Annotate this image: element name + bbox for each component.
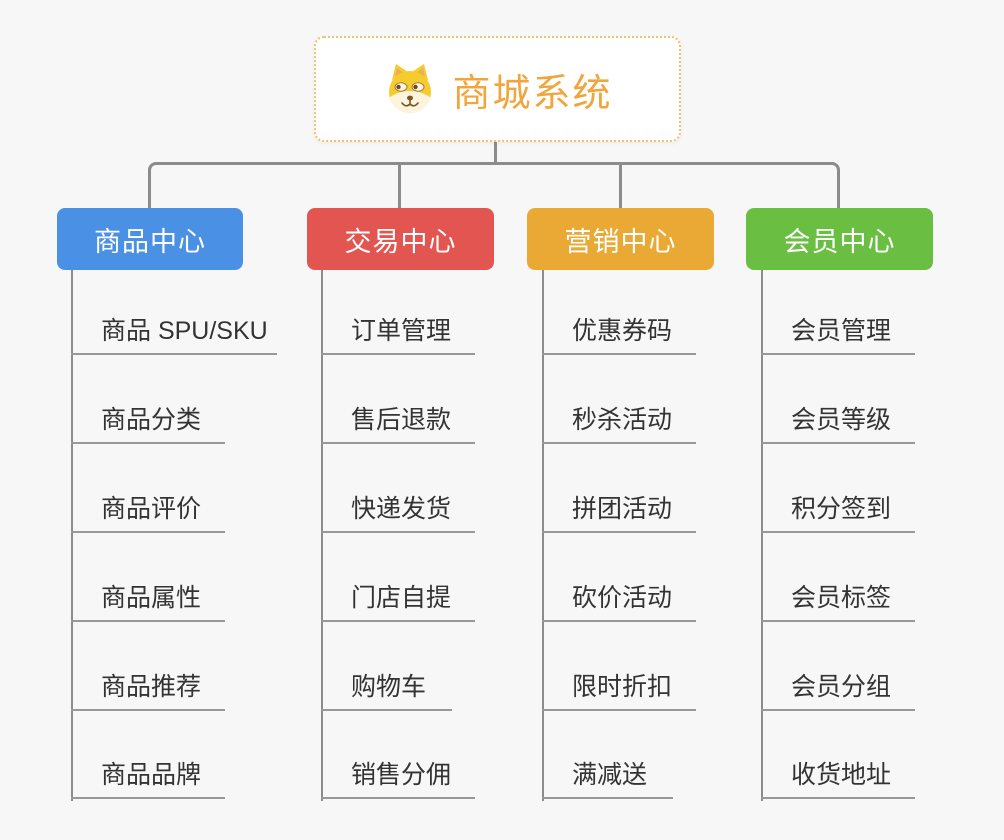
leaf-label: 拼团活动 — [572, 495, 673, 523]
leaf-label: 订单管理 — [351, 317, 452, 345]
leaf-label: 快递发货 — [351, 495, 452, 523]
leaf-node[interactable]: 商品分类 — [71, 398, 225, 444]
branch-drop-connector — [619, 164, 622, 208]
branch-label: 营销中心 — [564, 226, 677, 257]
leaf-label: 销售分佣 — [351, 761, 452, 789]
branch-drop-connector — [398, 164, 401, 208]
branch-bracket-connector — [148, 162, 840, 208]
root-node-mall-system[interactable]: 商城系统 — [314, 36, 681, 142]
leaf-node[interactable]: 满减送 — [542, 753, 673, 799]
leaf-node[interactable]: 优惠券码 — [542, 309, 696, 355]
leaf-spine-connector — [542, 270, 544, 801]
leaf-label: 收货地址 — [791, 761, 892, 789]
leaf-node[interactable]: 限时折扣 — [542, 665, 696, 711]
leaf-node[interactable]: 会员等级 — [761, 398, 915, 444]
leaf-label: 砍价活动 — [572, 584, 673, 612]
leaf-label: 会员标签 — [791, 584, 892, 612]
leaf-node[interactable]: 会员管理 — [761, 309, 915, 355]
doge-face-icon — [389, 64, 432, 113]
leaf-label: 购物车 — [351, 673, 427, 701]
leaf-node[interactable]: 会员分组 — [761, 665, 915, 711]
leaf-spine-connector — [761, 270, 763, 801]
leaf-label: 门店自提 — [351, 584, 452, 612]
leaf-label: 商品品牌 — [101, 761, 202, 789]
leaf-node[interactable]: 快递发货 — [321, 487, 475, 533]
leaf-label: 满减送 — [572, 761, 648, 789]
leaf-label: 商品分类 — [101, 406, 202, 434]
leaf-node[interactable]: 销售分佣 — [321, 753, 475, 799]
leaf-spine-connector — [321, 270, 323, 801]
leaf-label: 商品 SPU/SKU — [101, 317, 268, 345]
leaf-label: 商品评价 — [101, 495, 202, 523]
root-trunk-connector — [494, 140, 497, 164]
leaf-node[interactable]: 门店自提 — [321, 576, 475, 622]
leaf-label: 商品属性 — [101, 584, 202, 612]
leaf-spine-connector — [71, 270, 73, 801]
leaf-node[interactable]: 会员标签 — [761, 576, 915, 622]
branch-member-center[interactable]: 会员中心 — [746, 208, 933, 270]
leaf-node[interactable]: 积分签到 — [761, 487, 915, 533]
leaf-label: 会员管理 — [791, 317, 892, 345]
leaf-node[interactable]: 商品推荐 — [71, 665, 225, 711]
leaf-label: 积分签到 — [791, 495, 892, 523]
leaf-node[interactable]: 拼团活动 — [542, 487, 696, 533]
leaf-node[interactable]: 商品 SPU/SKU — [71, 309, 277, 355]
leaf-label: 商品推荐 — [101, 673, 202, 701]
leaf-node[interactable]: 秒杀活动 — [542, 398, 696, 444]
leaf-node[interactable]: 砍价活动 — [542, 576, 696, 622]
leaf-label: 秒杀活动 — [572, 406, 673, 434]
branch-label: 商品中心 — [94, 226, 206, 257]
branch-product-center[interactable]: 商品中心 — [57, 208, 243, 270]
leaf-node[interactable]: 商品品牌 — [71, 753, 225, 799]
leaf-label: 会员等级 — [791, 406, 892, 434]
leaf-label: 会员分组 — [791, 673, 892, 701]
leaf-label: 优惠券码 — [572, 317, 673, 345]
leaf-node[interactable]: 购物车 — [321, 665, 452, 711]
branch-trade-center[interactable]: 交易中心 — [307, 208, 494, 270]
branch-marketing-center[interactable]: 营销中心 — [527, 208, 714, 270]
branch-label: 交易中心 — [344, 226, 457, 257]
leaf-node[interactable]: 收货地址 — [761, 753, 915, 799]
leaf-label: 售后退款 — [351, 406, 452, 434]
leaf-node[interactable]: 商品属性 — [71, 576, 225, 622]
leaf-label: 限时折扣 — [572, 673, 673, 701]
root-title: 商城系统 — [452, 72, 613, 115]
branch-label: 会员中心 — [783, 226, 896, 257]
leaf-node[interactable]: 订单管理 — [321, 309, 475, 355]
leaf-node[interactable]: 商品评价 — [71, 487, 225, 533]
leaf-node[interactable]: 售后退款 — [321, 398, 475, 444]
